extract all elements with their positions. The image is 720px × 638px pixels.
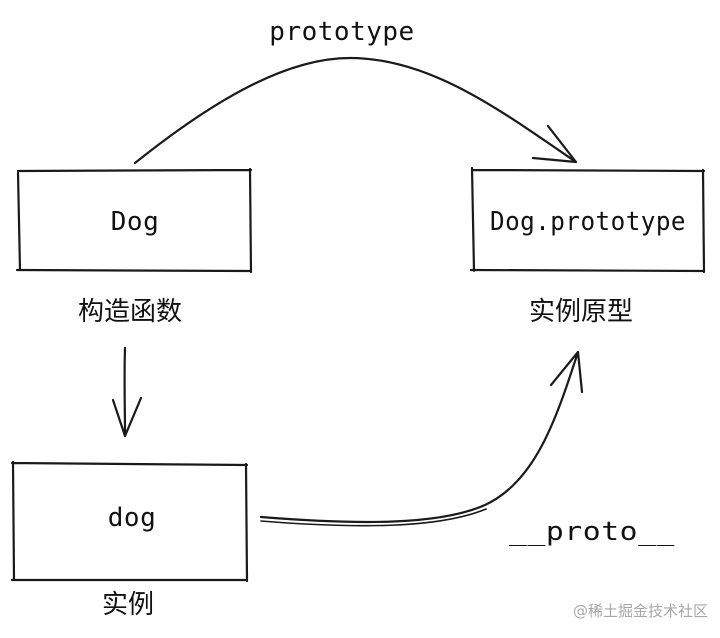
- edge-constructor-to-instance: [111, 346, 143, 438]
- prototype-box-text: Dog.prototype: [490, 207, 686, 237]
- edge-constructor-to-prototype: prototype: [133, 17, 578, 165]
- down-arrow-head: [111, 396, 143, 438]
- constructor-box-text: Dog: [111, 207, 159, 237]
- proto-arrow-head: [549, 350, 584, 394]
- prototype-caption: 实例原型: [529, 297, 633, 327]
- proto-arrow-curve: [259, 350, 580, 524]
- constructor-node: Dog: [15, 167, 253, 274]
- constructor-box: [15, 167, 253, 274]
- instance-node: dog: [10, 460, 249, 583]
- prototype-edge-label: prototype: [269, 17, 414, 47]
- prototype-node: Dog.prototype: [469, 166, 706, 274]
- instance-box-text: dog: [108, 503, 156, 533]
- instance-caption: 实例: [102, 590, 154, 620]
- watermark-text: @稀土掘金技术社区: [573, 602, 708, 620]
- instance-box: [10, 460, 249, 583]
- proto-edge-label: __proto__: [509, 517, 675, 547]
- edge-instance-to-prototype: __proto__: [259, 350, 675, 547]
- proto-arrow-curve-double: [260, 508, 487, 527]
- prototype-arrow-curve: [133, 56, 578, 165]
- prototype-arrow-head: [531, 124, 578, 164]
- prototype-box: [469, 166, 706, 274]
- constructor-caption: 构造函数: [78, 297, 182, 327]
